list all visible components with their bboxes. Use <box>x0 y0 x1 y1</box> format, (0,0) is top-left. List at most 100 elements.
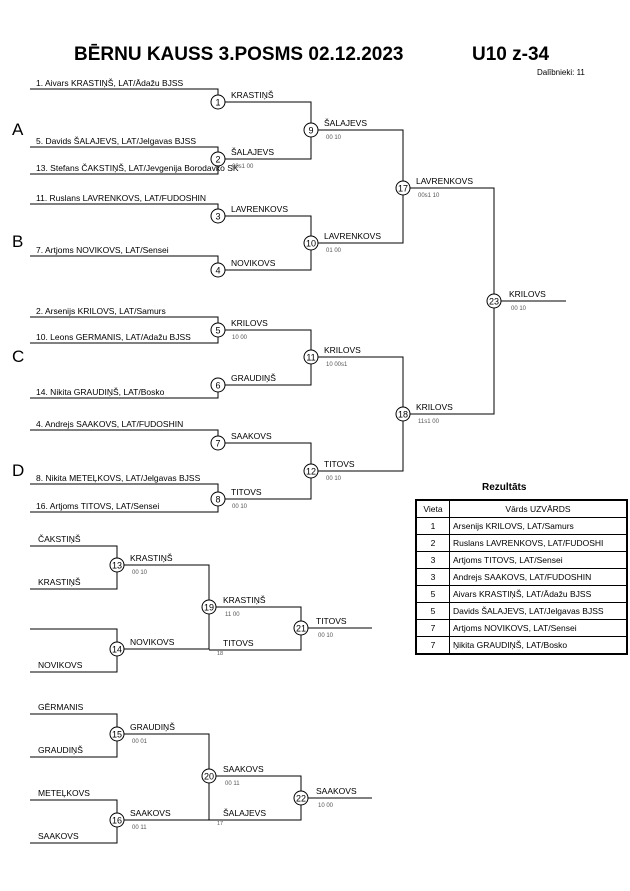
repechage-name: SAAKOVS <box>38 831 79 841</box>
repechage-line <box>30 565 118 590</box>
match-number: 4 <box>215 266 220 276</box>
repechage-name: METEĻKOVS <box>38 788 90 798</box>
match-number: 21 <box>296 624 306 634</box>
results-header-row: Vieta Vārds UZVĀRDS <box>415 499 628 518</box>
entrant-line <box>30 483 219 499</box>
match-number: 12 <box>306 467 316 477</box>
match-score: 00 10 <box>132 570 148 576</box>
match-score: 11s1 00 <box>418 419 440 425</box>
bracket-line <box>318 188 404 244</box>
name-column-header: Vārds UZVĀRDS <box>449 499 628 518</box>
match-number-circle <box>303 349 319 365</box>
match-winner: KRILOVS <box>324 345 361 355</box>
bracket-line <box>225 442 312 471</box>
match-number-circle <box>109 812 125 828</box>
repechage-line <box>124 733 210 776</box>
match-score: 10 00 <box>232 335 248 341</box>
match-number: 14 <box>112 645 122 655</box>
match-winner: NOVIKOVS <box>231 258 276 268</box>
entrant-name: 14. Nikita GRAUDIŅŠ, LAT/Bosko <box>36 387 165 397</box>
match-winner: TITOVS <box>231 487 262 497</box>
repechage-line <box>30 649 118 673</box>
group-label: A <box>12 120 24 139</box>
group-label: B <box>12 232 23 251</box>
match-number-circle <box>210 151 226 167</box>
match-number-circle <box>210 322 226 338</box>
match-number-circle <box>486 293 502 309</box>
match-number: 20 <box>204 772 214 782</box>
repechage-line <box>216 775 302 798</box>
bracket-line <box>225 357 312 386</box>
bracket-line <box>318 414 404 472</box>
match-number: 6 <box>215 381 220 391</box>
match-number-circle <box>293 790 309 806</box>
place-column-header: Vieta <box>415 499 450 518</box>
match-number: 19 <box>204 603 214 613</box>
entrant-name: 5. Davids ŠALAJEVS, LAT/Jelgavas BJSS <box>36 136 196 146</box>
repechage-name: ČAKSTIŅŠ <box>38 534 81 544</box>
match-number-circle <box>210 435 226 451</box>
entrant-name: 10. Leons GERMANIS, LAT/Adažu BJSS <box>36 332 191 342</box>
match-winner: ŠALAJEVS <box>231 147 274 157</box>
match-winner: LAVRENKOVS <box>416 176 473 186</box>
match-winner: ŠALAJEVS <box>324 118 367 128</box>
page-title: BĒRNU KAUSS 3.POSMS 02.12.2023 <box>74 44 404 65</box>
match-winner: SAAKOVS <box>223 764 264 774</box>
match-number: 9 <box>308 126 313 136</box>
bracket-line <box>318 129 404 188</box>
match-winner: TITOVS <box>324 459 355 469</box>
match-winner: LAVRENKOVS <box>324 231 381 241</box>
match-winner: KRILOVS <box>231 318 268 328</box>
match-number: 8 <box>215 495 220 505</box>
match-winner: GRAUDIŅŠ <box>231 373 276 383</box>
match-winner: SAAKOVS <box>316 786 357 796</box>
match-winner: TITOVS <box>223 638 254 648</box>
match-number: 23 <box>489 297 499 307</box>
match-score: 00s1 10 <box>418 193 440 199</box>
entrant-name: 11. Ruslans LAVRENKOVS, LAT/FUDOSHIN <box>36 193 206 203</box>
match-winner: TITOVS <box>316 616 347 626</box>
match-number: 22 <box>296 794 306 804</box>
match-score: 00s1 00 <box>232 164 254 170</box>
match-score: 11 00 <box>225 612 240 618</box>
entrant-name: 16. Artjoms TITOVS, LAT/Sensei <box>36 501 159 511</box>
entrant-line <box>30 203 219 216</box>
match-score: 00 10 <box>232 504 248 510</box>
match-number: 15 <box>112 730 122 740</box>
match-number: 10 <box>306 239 316 249</box>
repechage-line <box>30 545 118 565</box>
match-score: 00 11 <box>132 825 147 831</box>
entrant-line <box>30 88 219 102</box>
group-label: C <box>12 347 24 366</box>
bracket-line <box>318 356 404 414</box>
match-score: 10 00 <box>318 803 334 809</box>
repechage-line <box>30 799 118 820</box>
match-number: 1 <box>215 98 220 108</box>
repechage-line <box>30 734 118 758</box>
entrant-name: 2. Arsenijs KRILOVS, LAT/Samurs <box>36 306 166 316</box>
result-place: 1 <box>415 517 450 535</box>
match-score: 00 10 <box>318 633 334 639</box>
match-number-circle <box>395 180 411 196</box>
repechage-name: GRAUDIŅŠ <box>38 745 83 755</box>
result-place: 2 <box>415 534 450 552</box>
match-winner: KRASTIŅŠ <box>130 553 173 563</box>
match-winner: KRASTIŅŠ <box>231 90 274 100</box>
result-name: Artjoms NOVIKOVS, LAT/Sensei <box>449 619 628 637</box>
match-number-circle <box>109 641 125 657</box>
repechage-name: KRASTIŅŠ <box>38 577 81 587</box>
match-winner: KRILOVS <box>509 289 546 299</box>
match-number-circle <box>293 620 309 636</box>
entrant-line <box>30 146 219 159</box>
match-score: 10 00s1 <box>326 362 348 368</box>
bracket-line <box>410 301 495 415</box>
match-score: 00 10 <box>326 476 342 482</box>
result-place: 3 <box>415 551 450 569</box>
entrant-name: 13. Stefans ČAKSTIŅŠ, LAT/Jevgenija Boro… <box>36 163 239 173</box>
